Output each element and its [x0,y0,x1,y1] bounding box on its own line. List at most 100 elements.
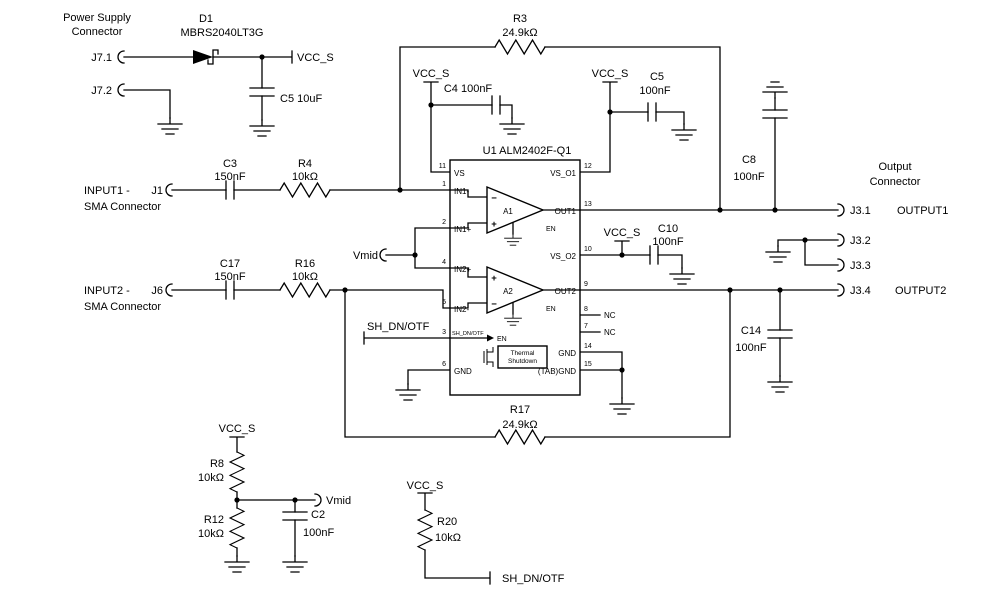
thermal-label-2: Shutdown [508,358,537,365]
pin2-num: 2 [442,219,446,226]
pin10-num: 10 [584,246,592,253]
terminal-vmid-in [379,248,387,262]
pin3-num: 3 [442,329,446,336]
vcc-left-label: VCC_S [413,68,450,80]
wires-out2 [579,289,839,377]
wires-shutdown-input [363,331,451,345]
wires-vs-o2 [579,240,683,269]
wires-j32-j33 [777,239,839,266]
vcc-o2-label: VCC_S [604,227,641,239]
c4-label: C4 100nF [444,83,493,95]
thermal-label-1: Thermal [511,350,535,357]
pin8-num: 8 [584,306,588,313]
output-header-line2: Connector [870,176,921,188]
a2-en-label: EN [546,306,556,313]
c10-ref-label: C10 [658,223,678,235]
resistor-r12 [229,507,245,549]
pin7-num: 7 [584,323,588,330]
j3-4-label: J3.4 [850,285,871,297]
c17-ref-label: C17 [220,258,240,270]
a2-minus-sign: − [491,299,497,310]
output2-label: OUTPUT2 [895,285,946,297]
wires-out1 [579,97,839,211]
wires-ic-gnd [407,314,623,399]
capacitor-c3 [225,180,235,200]
capacitor-c5-decoupling [647,102,657,122]
power-supply-header-line2: Connector [72,26,123,38]
pin15-name: (TAB)GND [538,367,576,376]
vcc-pulldown-label: VCC_S [407,480,444,492]
pin7-name: NC [604,328,616,337]
resistor-r4 [279,182,331,198]
shutdown-input-label: SH_DN/OTF [367,321,430,333]
wires-vcc-left [423,81,513,173]
pin14-num: 14 [584,343,592,350]
r4-value-label: 10kΩ [292,171,318,183]
ground-c8 [762,81,788,99]
capacitor-c2 [282,511,308,521]
ground-c10 [669,267,695,285]
c5-decoupling-ref-label: C5 [650,71,664,83]
r20-ref-label: R20 [437,516,457,528]
terminal-j3-1 [837,203,845,217]
c5-bulk-label: C5 10uF [280,93,322,105]
j3-2-label: J3.2 [850,235,871,247]
wiring [123,46,839,585]
symbols [117,39,845,573]
ground-pin6 [395,383,421,401]
resistor-r3 [494,39,546,55]
r12-value-label: 10kΩ [198,528,224,540]
resistor-r8 [229,451,245,493]
r4-ref-label: R4 [298,158,312,170]
capacitor-c10 [649,245,659,265]
r17-value-label: 24.9kΩ [502,419,537,431]
r3-ref-label: R3 [513,13,527,25]
ic-internal-wires [449,189,581,339]
resistor-r20 [417,509,433,551]
c2-value-label: 100nF [303,527,334,539]
pin14-name: GND [558,349,576,358]
pin13-num: 13 [584,201,592,208]
wires-r17-feedback [344,289,731,438]
pin15-num: 15 [584,361,592,368]
terminal-j6 [165,283,173,297]
enable-arrow-icon [487,334,494,342]
pin11-num: 11 [439,163,446,170]
enable-label: EN [497,336,507,343]
wires-power-supply [123,50,293,121]
c14-value-label: 100nF [735,342,766,354]
ground-j7-2 [157,117,183,135]
r20-value-label: 10kΩ [435,532,461,544]
pin4-num: 4 [442,259,446,266]
a2-label: A2 [503,287,513,296]
pin9-num: 9 [584,281,588,288]
a1-plus-sign: + [491,219,497,230]
terminal-j3-4 [837,283,845,297]
capacitor-c8 [762,109,788,119]
vmid-input-label: Vmid [353,250,378,262]
ground-r12 [224,555,250,573]
pin1-num: 1 [442,181,446,188]
ground-ic-tab [609,397,635,415]
labels: Power Supply Connector J7.1 J7.2 D1 MBRS… [63,12,948,585]
pin5-num: 5 [442,299,446,306]
c14-ref-label: C14 [741,325,761,337]
resistor-r16 [279,282,331,298]
pin3-name: SH_DN/OTF [452,331,484,337]
pin5-name: IN2- [454,305,469,314]
ic-u1: − + A1 EN + − A2 EN EN Thermal Shutdown … [439,145,616,396]
ground-c4 [499,117,525,135]
vcc-right-label: VCC_S [592,68,629,80]
capacitor-c4 [491,95,501,115]
ground-c5-decoupling [671,123,697,141]
terminal-j7-2 [117,83,125,97]
output-header-line1: Output [878,161,911,173]
terminal-vmid-out [314,493,322,507]
c8-ref-label: C8 [742,154,756,166]
j3-1-label: J3.1 [850,205,871,217]
r3-value-label: 24.9kΩ [502,27,537,39]
a2-plus-sign: + [491,273,497,284]
ground-j32-j33 [765,245,791,263]
